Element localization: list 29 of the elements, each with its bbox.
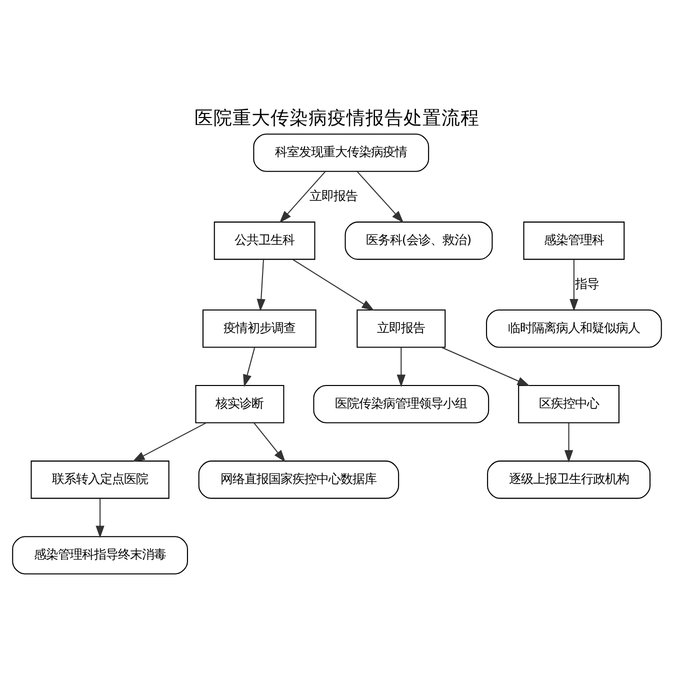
arrow	[356, 171, 404, 224]
node-box: 联系转入定点医院	[30, 460, 170, 499]
arrow	[243, 347, 256, 388]
arrow	[132, 422, 207, 462]
node-box: 区疾控中心	[518, 385, 620, 424]
arrow	[254, 422, 286, 462]
arrow	[564, 423, 574, 463]
node-box: 科室发现重大传染病疫情	[253, 134, 430, 172]
node-box: 临时隔离病人和疑似病人	[486, 310, 662, 348]
arrow	[292, 259, 374, 311]
diagram-title: 医院重大传染病疫情报告处置流程	[194, 108, 480, 130]
arrow	[96, 498, 104, 538]
node-box: 核实诊断	[195, 385, 284, 424]
node-box: 感染管理科	[523, 222, 625, 260]
node-box: 立即报告	[356, 310, 446, 348]
arrow	[256, 259, 266, 312]
node-box: 网络直报国家疾控中心数据库	[198, 460, 400, 499]
node-box: 疫情初步调查	[202, 310, 316, 348]
arrow	[441, 346, 530, 386]
node-box: 医院传染病管理领导小组	[313, 385, 490, 424]
node-box: 医务科(会诊、救治)	[344, 222, 493, 260]
node-box: 感染管理科指导终末消毒	[12, 536, 188, 574]
node-box: 逐级上报卫生行政机构	[487, 460, 651, 499]
arrow	[396, 347, 406, 388]
node-box: 公共卫生科	[214, 222, 316, 260]
arrow	[279, 171, 326, 224]
arrow	[570, 260, 578, 312]
edge-label: 指导	[574, 276, 599, 291]
edge-label: 立即报告	[309, 188, 358, 203]
